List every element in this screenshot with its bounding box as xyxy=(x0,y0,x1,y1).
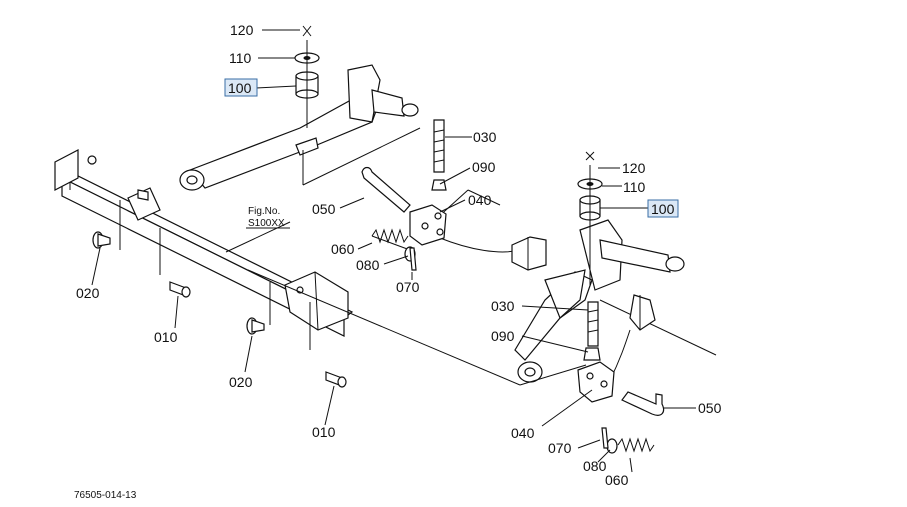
callout-110[interactable]: 110 xyxy=(623,179,646,195)
callout-060[interactable]: 060 xyxy=(605,472,629,488)
callout-080[interactable]: 080 xyxy=(356,257,380,273)
callout-120[interactable]: 120 xyxy=(622,160,646,176)
spring-upper xyxy=(371,228,411,251)
highlight-box-100-lower xyxy=(647,199,679,218)
rod-lower xyxy=(621,391,665,416)
bushing-stack-lower xyxy=(577,151,603,285)
clevis-lower xyxy=(577,361,615,403)
fig-code[interactable]: S100XX xyxy=(248,218,285,229)
callout-040[interactable]: 040 xyxy=(511,425,535,441)
clip-pin-left xyxy=(92,231,111,249)
bolt-lower xyxy=(583,301,601,361)
clevis-upper xyxy=(409,204,447,246)
drawing-number: 76505-014-13 xyxy=(74,490,137,501)
callout-070[interactable]: 070 xyxy=(396,279,420,295)
callout-050[interactable]: 050 xyxy=(698,400,722,416)
callout-090[interactable]: 090 xyxy=(472,159,496,175)
callout-110[interactable]: 110 xyxy=(229,50,252,66)
bushing-stack-upper xyxy=(294,25,320,125)
main-frame xyxy=(54,149,354,350)
callout-030[interactable]: 030 xyxy=(491,298,515,314)
clip-pin-mid xyxy=(246,317,265,335)
rod-upper xyxy=(361,166,411,213)
leader-lines xyxy=(91,29,696,473)
callout-010[interactable]: 010 xyxy=(154,329,178,345)
callout-060[interactable]: 060 xyxy=(331,241,355,257)
bolt-upper xyxy=(431,119,447,191)
callout-090[interactable]: 090 xyxy=(491,328,515,344)
highlight-box-100-upper xyxy=(224,78,258,97)
callout-040[interactable]: 040 xyxy=(468,192,492,208)
callout-050[interactable]: 050 xyxy=(312,201,336,217)
callout-070[interactable]: 070 xyxy=(548,440,572,456)
callout-030[interactable]: 030 xyxy=(473,129,497,145)
pin-upper xyxy=(409,247,417,271)
callout-100[interactable]: 100 xyxy=(228,80,252,96)
callout-020[interactable]: 020 xyxy=(76,285,100,301)
callout-100[interactable]: 100 xyxy=(651,201,675,217)
callout-080[interactable]: 080 xyxy=(583,458,607,474)
callout-020[interactable]: 020 xyxy=(229,374,253,390)
clevis-pin-b xyxy=(325,371,347,388)
hanger-brackets xyxy=(511,236,656,331)
callout-010[interactable]: 010 xyxy=(312,424,336,440)
clevis-pin-a xyxy=(169,281,191,298)
spring-lower xyxy=(617,437,655,453)
fig-no-label: Fig.No. xyxy=(248,206,280,217)
upper-lever-arm xyxy=(179,64,421,191)
callout-120[interactable]: 120 xyxy=(230,22,254,38)
pin-lower xyxy=(601,427,609,449)
